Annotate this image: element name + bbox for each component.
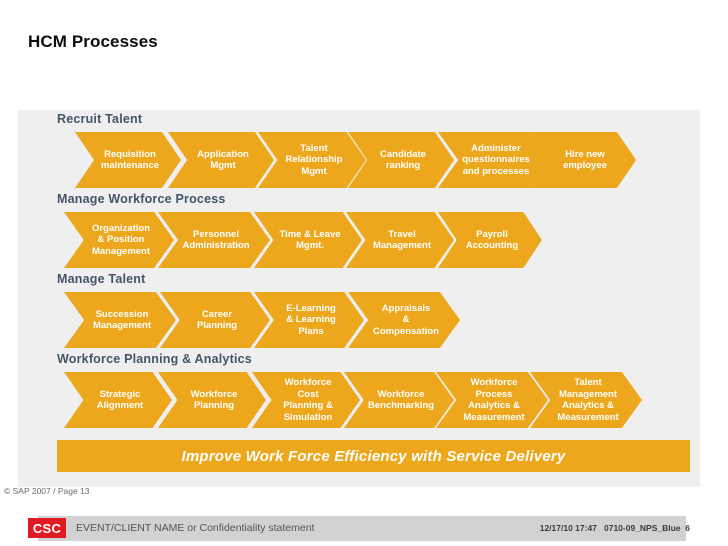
- process-step-application-mgmt[interactable]: Application Mgmt: [168, 132, 274, 188]
- process-step-career-planning[interactable]: Career Planning: [160, 292, 270, 348]
- process-step-appraisals-compensation[interactable]: Appraisals & Compensation: [348, 292, 460, 348]
- process-step-travel-management[interactable]: Travel Management: [346, 212, 454, 268]
- page-title: HCM Processes: [28, 32, 158, 51]
- row-label-recruit-talent: Recruit Talent: [57, 112, 143, 126]
- chevron-track-recruit-talent: Requisition maintenance Application Mgmt…: [18, 132, 700, 188]
- process-step-succession-management[interactable]: Succession Management: [64, 292, 176, 348]
- row-label-manage-talent: Manage Talent: [57, 272, 146, 286]
- hcm-process-diagram: Recruit Talent Requisition maintenance A…: [18, 110, 700, 487]
- row-label-workforce-planning-analytics: Workforce Planning & Analytics: [57, 352, 252, 366]
- csc-logo: CSC: [28, 518, 66, 538]
- footer-confidentiality-text: EVENT/CLIENT NAME or Confidentiality sta…: [76, 522, 315, 534]
- chevron-track-manage-workforce-process: Organization & Position Management Perso…: [18, 212, 700, 268]
- process-step-requisition-maintenance[interactable]: Requisition maintenance: [75, 132, 181, 188]
- process-step-time-leave-mgmt[interactable]: Time & Leave Mgmt.: [254, 212, 362, 268]
- chevron-track-manage-talent: Succession Management Career Planning E-…: [18, 292, 700, 348]
- footer-meta-text: 12/17/10 17:47 0710-09_NPS_Blue 6: [539, 523, 690, 533]
- chevron-track-workforce-planning-analytics: Strategic Alignment Workforce Planning W…: [18, 372, 700, 428]
- slide-footer: [0, 512, 728, 546]
- process-step-organization-position-management[interactable]: Organization & Position Management: [64, 212, 174, 268]
- process-step-workforce-process-analytics-measurement[interactable]: Workforce Process Analytics & Measuremen…: [436, 372, 548, 428]
- process-step-e-learning-plans[interactable]: E-Learning & Learning Plans: [254, 292, 364, 348]
- summary-banner: Improve Work Force Efficiency with Servi…: [57, 440, 690, 472]
- footer-strip: [38, 516, 686, 541]
- process-step-personnel-administration[interactable]: Personnel Administration: [158, 212, 270, 268]
- summary-banner-text: Improve Work Force Efficiency with Servi…: [181, 447, 566, 465]
- csc-logo-text: CSC: [32, 520, 62, 536]
- process-step-talent-relationship-mgmt[interactable]: Talent Relationship Mgmt: [258, 132, 366, 188]
- row-label-manage-workforce-process: Manage Workforce Process: [57, 192, 226, 206]
- process-step-workforce-cost-planning-simulation[interactable]: Workforce Cost Planning & Simulation: [252, 372, 360, 428]
- process-step-workforce-planning[interactable]: Workforce Planning: [158, 372, 266, 428]
- process-step-workforce-benchmarking[interactable]: Workforce Benchmarking: [344, 372, 454, 428]
- process-step-administer-questionnaires[interactable]: Administer questionnaires and processes: [438, 132, 550, 188]
- process-step-strategic-alignment[interactable]: Strategic Alignment: [64, 372, 172, 428]
- copyright-notice: © SAP 2007 / Page 13: [4, 486, 90, 496]
